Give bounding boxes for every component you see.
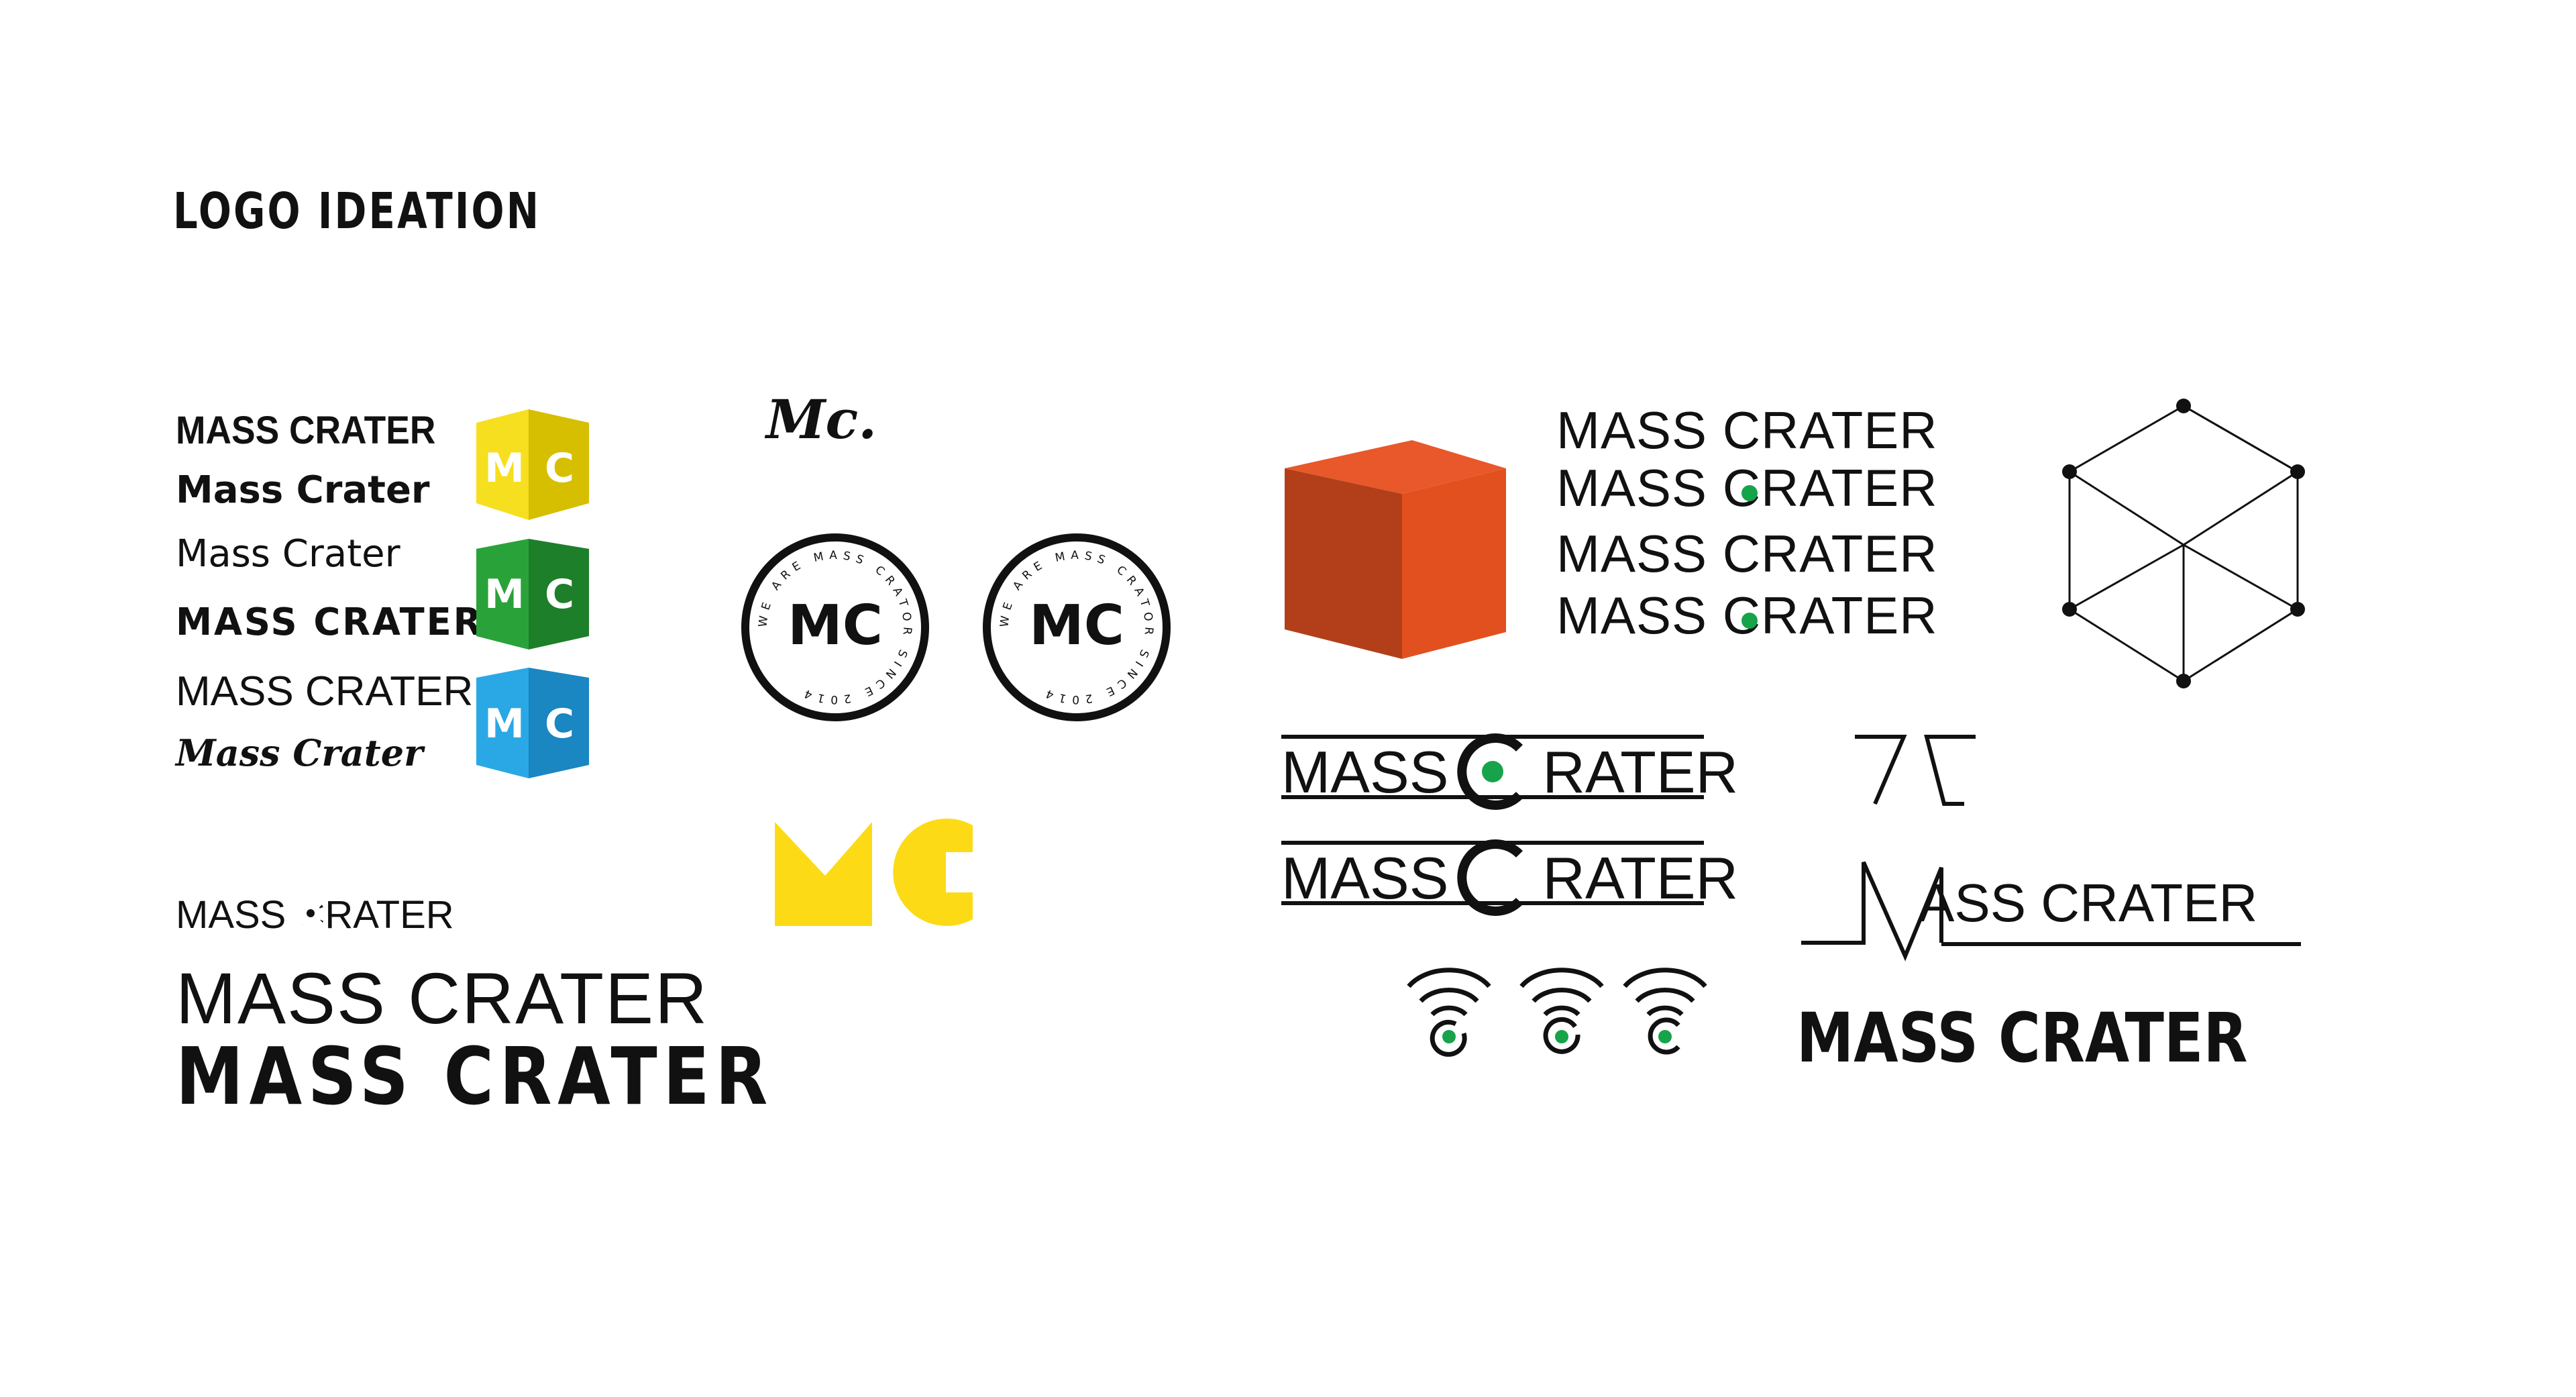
crater-c-icon [1457,839,1523,916]
svg-text:C: C [545,445,574,492]
svg-text:M: M [484,571,525,618]
seal-left: WE ARE MASS CRATOR SINCE 2014 MC [741,533,929,721]
bar-bottom-2 [1281,901,1704,905]
line-wordmark: ASS CRATER [1919,873,2258,933]
seal-right: WE ARE MASS CRATOR SINCE 2014 MC [983,533,1171,721]
angular-mark [1855,735,1976,806]
mc-badge-stack: M C M C M C [476,409,589,778]
orange-cube-mark [1285,440,1506,659]
wordmark-bold-title: Mass Crater [176,468,430,512]
signal-icon-1 [1407,968,1491,1057]
wordmark-heavy-caps: MASS CRATER [176,1030,774,1123]
wordmark-script: Mass Crater [176,731,423,774]
wordmark-serif-caps: MASS CRATER [176,958,709,1039]
line-m-mark [1801,861,2301,962]
crater-green-dot-icon [1741,613,1758,629]
signal-icon-2 [1519,968,1604,1054]
network-cube-mark [2062,399,2305,688]
seal-monogram: MC [1029,594,1124,658]
seal-monogram: MC [788,594,883,658]
crater-green-dot-icon [1741,485,1758,501]
yellow-mc-mark [775,819,973,926]
wordmark-light-1: MASS CRATER [1556,401,1938,460]
crater-dot-icon [297,898,325,929]
script-monogram: Mc. [766,388,877,451]
wordmark-light-3: MASS CRATER [1556,524,1938,583]
svg-text:M: M [484,445,525,492]
page-title: LOGO IDEATION [173,183,541,240]
wordmark-light-caps: MASS CRATER [176,668,474,715]
bar-bottom-1 [1281,795,1704,799]
crater-c-icon [1457,733,1523,810]
mc-badge-yellow: M C [476,409,589,520]
svg-text:C: C [545,571,574,618]
bold-condensed-wordmark: MASS CRATER [1796,998,2248,1078]
wordmark-regular-title: Mass Crater [176,532,400,576]
mc-badge-green: M C [476,539,589,650]
wordmark-bold-sans: MASS CRATER [176,409,436,452]
svg-text:C: C [545,701,574,747]
wordmark-wide-caps: MASS CRATER [176,601,484,644]
mc-badge-blue: M C [476,668,589,778]
svg-text:M: M [484,701,525,747]
signal-icon-3 [1623,968,1707,1055]
